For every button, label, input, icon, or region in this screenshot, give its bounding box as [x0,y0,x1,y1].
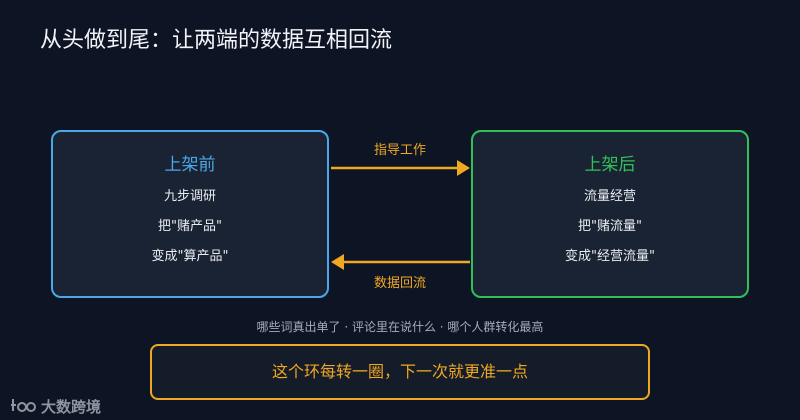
pre-launch-box: 上架前 九步调研 把"赌产品" 变成"算产品" [51,130,329,298]
caption: 哪些词真出单了 · 评论里在说什么 · 哪个人群转化最高 [256,320,544,334]
post-launch-item: 变成"经营流量" [565,249,655,264]
pre-launch-item: 九步调研 [163,189,216,204]
post-launch-title: 上架后 [584,155,636,175]
pre-launch-title: 上架前 [164,155,216,175]
pre-launch-item: 变成"算产品" [151,249,229,264]
data-return-arrow [331,254,470,270]
callout-box: 这个环每转一圈，下一次就更准一点 [150,344,650,400]
page-title: 从头做到尾：让两端的数据互相回流 [40,28,393,53]
brand-logo: 大数跨境 [10,396,101,416]
post-launch-item: 把"赌流量" [578,219,642,234]
logo-icon [11,399,36,412]
data-return-arrow-label: 数据回流 [373,276,426,291]
post-launch-item: 流量经营 [583,189,636,204]
post-launch-box: 上架后 流量经营 把"赌流量" 变成"经营流量" [471,130,749,298]
guide-arrow-label: 指导工作 [373,143,426,158]
logo-text: 大数跨境 [41,397,102,416]
guide-arrow [331,160,470,176]
pre-launch-item: 把"赌产品" [158,219,222,234]
